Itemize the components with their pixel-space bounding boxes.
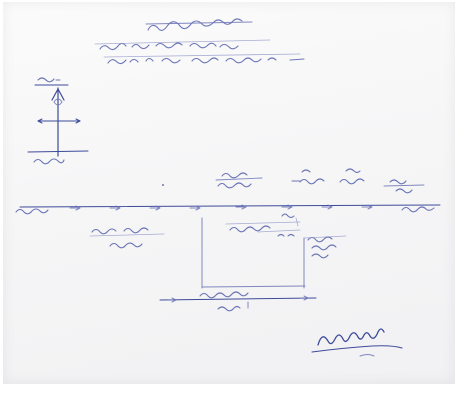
ink-dot (162, 184, 164, 186)
signature-icon (311, 328, 403, 357)
paper-sheet (3, 2, 455, 384)
upper-labels (215, 168, 425, 194)
plot-left-label (89, 227, 165, 249)
road-line (15, 204, 441, 215)
subtitle-line-2 (103, 53, 305, 65)
plot-bottom-dimension (159, 291, 317, 312)
document-title (145, 18, 253, 31)
subtitle-line-1 (94, 39, 271, 51)
north-arrow-icon (27, 77, 89, 165)
plot-rectangle (201, 217, 306, 289)
plot-inner-labels (229, 213, 347, 259)
